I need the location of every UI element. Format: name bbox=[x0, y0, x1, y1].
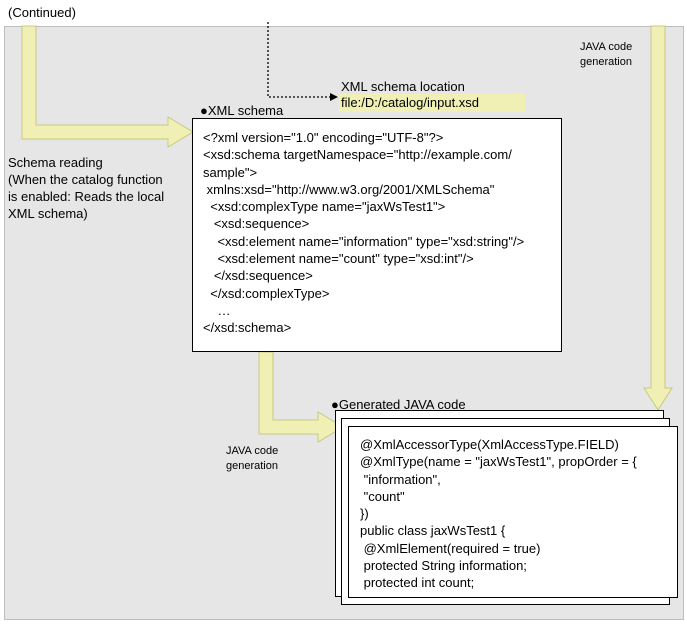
java-line: public class jaxWsTest1 { bbox=[360, 523, 506, 539]
java-line: protected int count; bbox=[360, 575, 475, 591]
generated-code-box: @XmlAccessorType(XmlAccessType.FIELD) @X… bbox=[348, 426, 678, 598]
schema-reading-line: (When the catalog function bbox=[8, 172, 163, 187]
generated-code-title: ●Generated JAVA code bbox=[331, 397, 466, 412]
xml-line: <xsd:schema targetNamespace="http://exam… bbox=[203, 147, 512, 163]
java-gen-top-line: generation bbox=[580, 56, 632, 68]
java-line: @XmlElement(required = true) bbox=[360, 540, 541, 556]
xml-line: <xsd:element name="information" type="xs… bbox=[203, 233, 525, 249]
java-gen-arrow-bottom bbox=[258, 351, 344, 443]
xml-schema-box: <?xml version="1.0" encoding="UTF-8"?> <… bbox=[192, 118, 562, 352]
xml-line: <xsd:complexType name="jaxWsTest1"> bbox=[203, 199, 446, 215]
java-gen-label-bottom: JAVA code generation bbox=[226, 444, 278, 474]
xml-line: <xsd:sequence> bbox=[203, 216, 310, 232]
java-gen-bottom-line: JAVA code bbox=[226, 445, 279, 457]
java-line: "count" bbox=[360, 488, 405, 504]
xml-line: … bbox=[203, 302, 231, 318]
xml-line: </xsd:schema> bbox=[203, 320, 292, 336]
xml-line: <xsd:element name="count" type="xsd:int"… bbox=[203, 251, 474, 267]
schema-location-label: XML schema location bbox=[341, 79, 465, 94]
java-gen-bottom-line: generation bbox=[226, 460, 278, 472]
schema-location-dotted-line bbox=[267, 22, 330, 98]
java-line: @XmlAccessorType(XmlAccessType.FIELD) bbox=[360, 437, 619, 452]
schema-reading-line: XML schema) bbox=[8, 206, 88, 221]
java-line: @XmlType(name = "jaxWsTest1", propOrder … bbox=[360, 454, 637, 470]
java-gen-label-top: JAVA code generation bbox=[580, 40, 632, 70]
xml-line: <?xml version="1.0" encoding="UTF-8"?> bbox=[203, 130, 444, 145]
schema-location-arrowhead bbox=[330, 93, 338, 101]
java-line: "information", bbox=[360, 471, 441, 487]
continued-label: (Continued) bbox=[8, 5, 76, 20]
java-gen-top-line: JAVA code bbox=[580, 41, 633, 53]
schema-reading-note: Schema reading (When the catalog functio… bbox=[8, 154, 164, 222]
xml-line: </xsd:sequence> bbox=[203, 268, 313, 284]
xml-line: </xsd:complexType> bbox=[203, 285, 330, 301]
schema-location-path: file:/D:/catalog/input.xsd bbox=[339, 94, 525, 112]
xml-line: sample"> bbox=[203, 164, 258, 180]
schema-reading-line: Schema reading bbox=[8, 155, 103, 170]
schema-reading-line: is enabled: Reads the local bbox=[8, 189, 165, 204]
java-line: }) bbox=[360, 506, 369, 522]
java-line: protected String information; bbox=[360, 558, 527, 574]
schema-reading-arrow bbox=[21, 25, 194, 148]
xml-schema-title: ●XML schema bbox=[200, 103, 284, 118]
xml-line: xmlns:xsd="http://www.w3.org/2001/XMLSch… bbox=[203, 181, 495, 197]
java-gen-arrow-right bbox=[643, 25, 673, 411]
